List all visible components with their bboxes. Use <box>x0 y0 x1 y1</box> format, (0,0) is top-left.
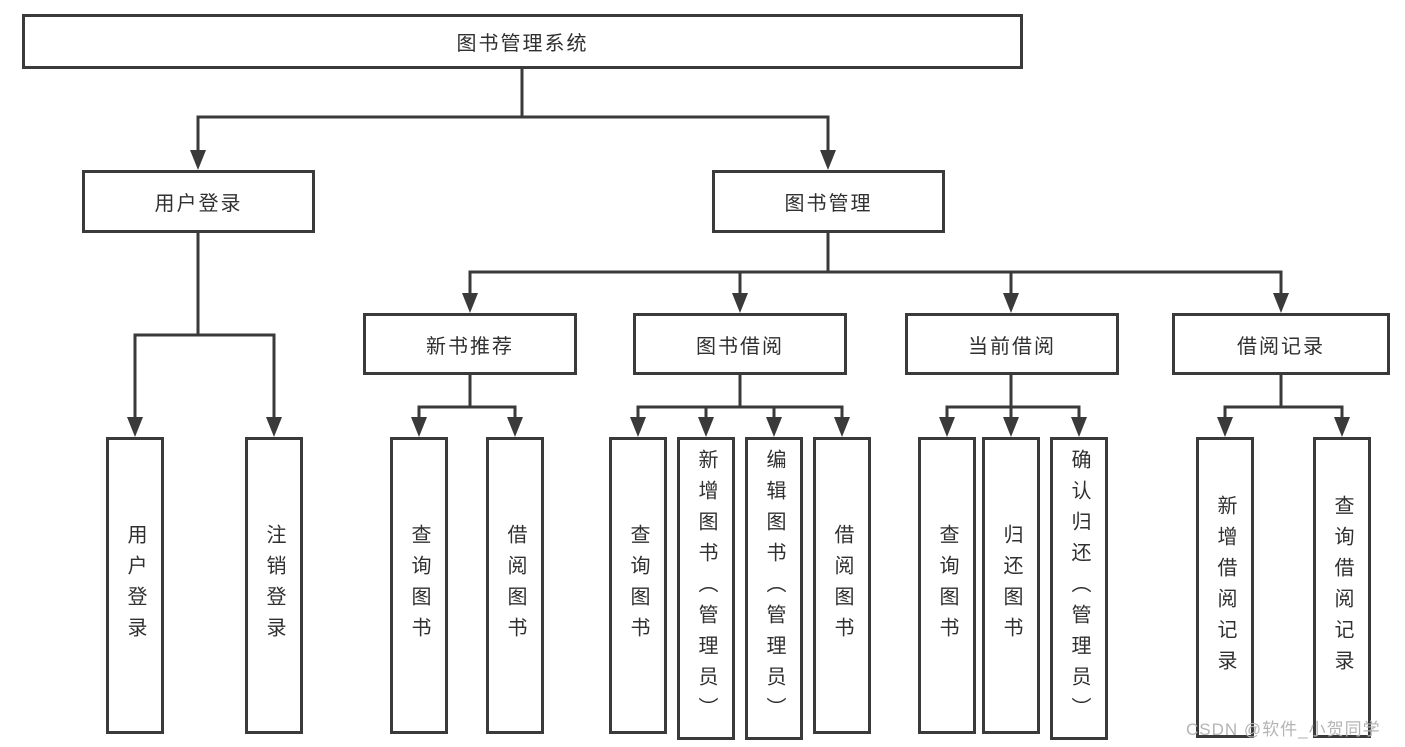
arrowhead-icon <box>462 293 478 313</box>
node-label: 当前借阅 <box>968 335 1056 358</box>
node-leaf-query-books-recommend: 查询图书 <box>390 437 448 734</box>
node-current-borrow: 当前借阅 <box>905 313 1119 375</box>
arrowhead-icon <box>1273 293 1289 313</box>
node-label: 借阅记录 <box>1237 335 1325 358</box>
arrowhead-icon <box>1071 417 1087 437</box>
connector-line <box>133 233 276 421</box>
arrowhead-icon <box>1003 293 1019 313</box>
arrowhead-icon <box>820 150 836 170</box>
connector-line <box>468 270 1283 297</box>
node-user-login: 用户登录 <box>82 170 315 233</box>
node-leaf-query-borrow-record: 查询借阅记录 <box>1313 437 1371 738</box>
node-leaf-query-books-current: 查询图书 <box>918 437 976 734</box>
node-leaf-logout: 注销登录 <box>245 437 303 734</box>
node-leaf-user-login: 用户登录 <box>106 437 164 734</box>
arrowhead-icon <box>939 417 955 437</box>
node-leaf-return-books: 归还图书 <box>982 437 1040 734</box>
node-label: 注销登录 <box>263 523 285 648</box>
node-label: 用户登录 <box>154 193 243 215</box>
arrowhead-icon <box>266 417 282 437</box>
node-label: 借阅图书 <box>504 523 526 648</box>
arrowhead-icon <box>732 293 748 313</box>
node-label: 归还图书 <box>1000 523 1022 648</box>
arrowhead-icon <box>1003 417 1019 437</box>
arrowhead-icon <box>1217 417 1233 437</box>
arrowhead-icon <box>411 417 427 437</box>
node-label: 借阅图书 <box>831 523 853 648</box>
node-leaf-add-borrow-record: 新增借阅记录 <box>1196 437 1254 738</box>
node-new-book-recommend: 新书推荐 <box>363 313 577 375</box>
node-label: 确认归还（管理员） <box>1068 449 1090 728</box>
arrowhead-icon <box>766 417 782 437</box>
node-label: 查询图书 <box>936 523 958 648</box>
node-label: 新书推荐 <box>426 335 514 358</box>
node-label: 新增借阅记录 <box>1214 494 1236 681</box>
node-label: 图书管理系统 <box>456 33 589 55</box>
node-borrow-records: 借阅记录 <box>1172 313 1390 375</box>
connector-line <box>196 115 830 152</box>
arrowhead-icon <box>698 417 714 437</box>
node-book-management: 图书管理 <box>712 170 945 233</box>
watermark: CSDN @软件_小贺同学 <box>1186 720 1381 739</box>
arrowhead-icon <box>630 417 646 437</box>
node-leaf-borrow-books-recommend: 借阅图书 <box>486 437 544 734</box>
node-label: 查询图书 <box>408 523 430 648</box>
connector-line <box>636 375 844 421</box>
arrowhead-icon <box>507 417 523 437</box>
arrowhead-icon <box>1334 417 1350 437</box>
arrowhead-icon <box>834 417 850 437</box>
node-label: 查询图书 <box>627 523 649 648</box>
node-label: 新增图书（管理员） <box>695 449 717 728</box>
arrowhead-icon <box>127 417 143 437</box>
node-book-borrow: 图书借阅 <box>633 313 847 375</box>
node-leaf-borrow-books: 借阅图书 <box>813 437 871 734</box>
connector-line <box>1223 375 1344 421</box>
arrowhead-icon <box>190 150 206 170</box>
node-leaf-query-books: 查询图书 <box>609 437 667 734</box>
node-leaf-add-books-admin: 新增图书（管理员） <box>677 437 735 740</box>
node-label: 查询借阅记录 <box>1331 494 1353 681</box>
connector-line <box>417 375 517 421</box>
node-leaf-confirm-return-admin: 确认归还（管理员） <box>1050 437 1108 740</box>
node-label: 编辑图书（管理员） <box>763 449 785 728</box>
node-library-system: 图书管理系统 <box>22 14 1023 69</box>
connector-line <box>945 375 1081 421</box>
node-label: 图书借阅 <box>696 335 784 358</box>
node-leaf-edit-books-admin: 编辑图书（管理员） <box>745 437 803 740</box>
node-label: 用户登录 <box>124 523 146 648</box>
node-label: 图书管理 <box>784 193 873 215</box>
